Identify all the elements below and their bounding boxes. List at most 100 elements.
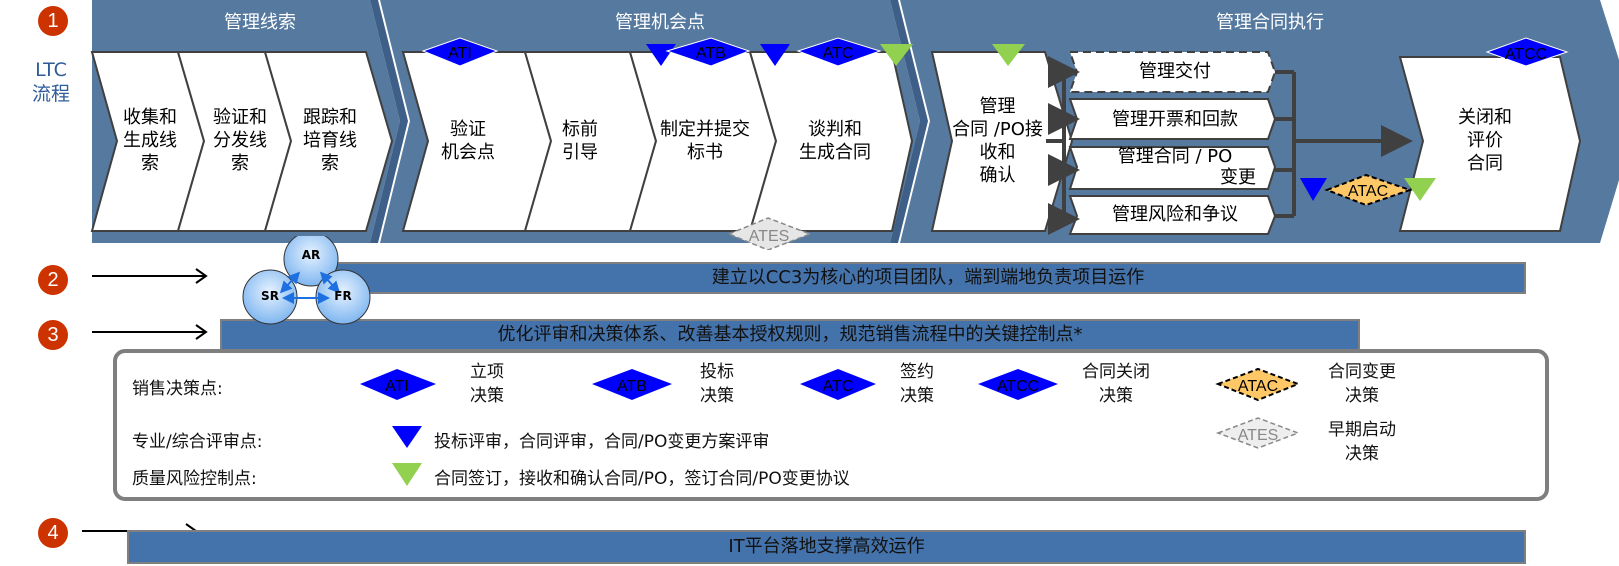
legend-ati-diamond-icon bbox=[360, 369, 436, 400]
team-diagram bbox=[242, 236, 371, 325]
legend-text-line: 决策 bbox=[1345, 386, 1379, 406]
step-text-line: 关闭和 bbox=[1458, 107, 1512, 128]
team-node-ar: AR bbox=[301, 248, 321, 262]
step-text-line: 标书 bbox=[687, 142, 723, 163]
legend-text-line: 投标 bbox=[700, 362, 734, 382]
legend-text-line: 决策 bbox=[470, 386, 504, 406]
step-text-line: 合同 /PO接 bbox=[952, 119, 1043, 140]
legend-atcc-text: 合同关闭 决策 bbox=[1082, 360, 1150, 408]
step-close-contract[interactable]: 关闭和 评价 合同 bbox=[1440, 106, 1530, 175]
step-manage-change[interactable]: 管理合同 / PO bbox=[1117, 146, 1233, 167]
step-text-line: 确认 bbox=[979, 165, 1016, 186]
svg-text:ATES: ATES bbox=[1238, 427, 1279, 444]
svg-text:ATES: ATES bbox=[749, 228, 790, 245]
atc-diamond-icon bbox=[796, 37, 882, 67]
step-collect-leads[interactable]: 收集和 生成线 索 bbox=[112, 106, 188, 175]
step-text-line: 索 bbox=[141, 153, 159, 174]
step-manage-billing[interactable]: 管理开票和回款 bbox=[1112, 109, 1238, 130]
step-negotiate-contract[interactable]: 谈判和 生成合同 bbox=[785, 118, 885, 164]
svg-text:ATC: ATC bbox=[823, 378, 854, 395]
step-text-line: 评价 bbox=[1467, 130, 1503, 151]
step-text-line: 合同 bbox=[1467, 153, 1503, 174]
team-node-sr: SR bbox=[261, 289, 279, 303]
legend-review-text: 投标评审，合同评审，合同/PO变更方案评审 bbox=[434, 432, 770, 452]
step-contract-receipt[interactable]: 管理 合同 /PO接 收和 确认 bbox=[950, 95, 1045, 187]
ati-diamond-icon bbox=[421, 37, 499, 67]
step-text-line: 谈判和 bbox=[808, 119, 862, 140]
step-badge-4: 4 bbox=[38, 518, 68, 548]
step-text-line: 培育线 bbox=[303, 130, 357, 151]
legend-sales-decision-label: 销售决策点: bbox=[132, 379, 223, 399]
svg-text:ATAC: ATAC bbox=[1238, 378, 1278, 395]
ltc-label-line1: LTC bbox=[35, 59, 67, 81]
step-manage-risk[interactable]: 管理风险和争议 bbox=[1112, 204, 1238, 225]
step-text-line: 生成线 bbox=[123, 130, 177, 151]
step-badge-1: 1 bbox=[38, 6, 68, 36]
legend-atc-text: 签约 决策 bbox=[900, 360, 934, 408]
phase-title-contract: 管理合同执行 bbox=[1216, 12, 1324, 33]
svg-text:ATCC: ATCC bbox=[997, 378, 1039, 395]
step-manage-change-line2: 变更 bbox=[1220, 167, 1256, 188]
atac-diamond-icon bbox=[1324, 173, 1414, 207]
svg-text:ATCC: ATCC bbox=[1505, 46, 1547, 63]
legend-ates-diamond-icon bbox=[1215, 417, 1301, 449]
legend-quality-triangle-icon bbox=[392, 463, 422, 486]
bar-it-platform: IT平台落地支撑高效运作 bbox=[127, 530, 1526, 564]
legend-ates-text: 早期启动 决策 bbox=[1328, 418, 1396, 466]
step-text-line: 生成合同 bbox=[799, 142, 871, 163]
svg-text:ATB: ATB bbox=[617, 378, 647, 395]
step-text-line: 验证 bbox=[450, 119, 486, 140]
step-pre-bid-guidance[interactable]: 标前 引导 bbox=[545, 118, 615, 164]
step-verify-leads[interactable]: 验证和 分发线 索 bbox=[202, 106, 278, 175]
atb-diamond-icon bbox=[665, 37, 751, 67]
legend-text-line: 决策 bbox=[900, 386, 934, 406]
legend-atac-diamond-icon bbox=[1215, 367, 1301, 402]
legend-text-line: 决策 bbox=[1345, 444, 1379, 464]
legend-text-line: 签约 bbox=[900, 362, 934, 382]
legend-text-line: 合同关闭 bbox=[1082, 362, 1150, 382]
legend-atb-text: 投标 决策 bbox=[700, 360, 734, 408]
step-text-line: 收集和 bbox=[123, 107, 177, 128]
legend-text-line: 早期启动 bbox=[1328, 420, 1396, 440]
legend-review-triangle-icon bbox=[392, 426, 422, 448]
review-triangle-icon bbox=[1300, 178, 1327, 201]
bar-project-team: 建立以CC3为核心的项目团队，端到端地负责项目运作 bbox=[330, 262, 1526, 294]
step-text-line: 跟踪和 bbox=[303, 107, 357, 128]
step-badge-2: 2 bbox=[38, 265, 68, 295]
review-triangle-icon bbox=[646, 44, 676, 66]
step-text-line: 制定并提交 bbox=[660, 119, 750, 140]
step-text-line: 分发线 bbox=[213, 130, 267, 151]
legend-text-line: 合同变更 bbox=[1328, 362, 1396, 382]
ates-diamond-icon bbox=[727, 217, 813, 250]
step-track-leads[interactable]: 跟踪和 培育线 索 bbox=[292, 106, 368, 175]
legend-atac-text: 合同变更 决策 bbox=[1328, 360, 1396, 408]
review-triangle-icon bbox=[760, 44, 790, 66]
legend-quality-text: 合同签订，接收和确认合同/PO，签订合同/PO变更协议 bbox=[434, 469, 850, 489]
step-verify-opportunity[interactable]: 验证 机会点 bbox=[423, 118, 513, 164]
step-text-line: 引导 bbox=[562, 142, 598, 163]
svg-text:ATAC: ATAC bbox=[1348, 183, 1388, 200]
atcc-diamond-icon bbox=[1485, 37, 1569, 67]
step-text-line: 索 bbox=[321, 153, 339, 174]
legend-text-line: 决策 bbox=[700, 386, 734, 406]
legend-ati-text: 立项 决策 bbox=[470, 360, 504, 408]
ltc-label-line2: 流程 bbox=[31, 83, 70, 105]
quality-triangle-icon bbox=[880, 44, 913, 66]
phase-title-leads: 管理线索 bbox=[224, 12, 296, 33]
step-text-line: 机会点 bbox=[441, 142, 495, 163]
legend-text-line: 立项 bbox=[470, 362, 504, 382]
svg-text:ATI: ATI bbox=[385, 378, 409, 395]
step-text-line: 管理 bbox=[979, 96, 1016, 117]
ati-marker-label: ATI bbox=[448, 45, 472, 62]
legend-icons: ATI ATB ATC ATCC ATAC ATES bbox=[360, 367, 1301, 486]
step-prepare-bid[interactable]: 制定并提交 标书 bbox=[650, 118, 760, 164]
step-text-line: 验证和 bbox=[213, 107, 267, 128]
step-badge-3: 3 bbox=[38, 320, 68, 350]
quality-triangle-icon bbox=[1404, 178, 1436, 201]
svg-text:ATC: ATC bbox=[823, 45, 854, 62]
quality-triangle-icon bbox=[992, 44, 1025, 66]
step-manage-delivery[interactable]: 管理交付 bbox=[1139, 61, 1211, 82]
legend-review-label: 专业/综合评审点: bbox=[132, 432, 263, 452]
legend-quality-label: 质量风险控制点: bbox=[132, 469, 257, 489]
phase-title-opportunity: 管理机会点 bbox=[615, 12, 705, 33]
